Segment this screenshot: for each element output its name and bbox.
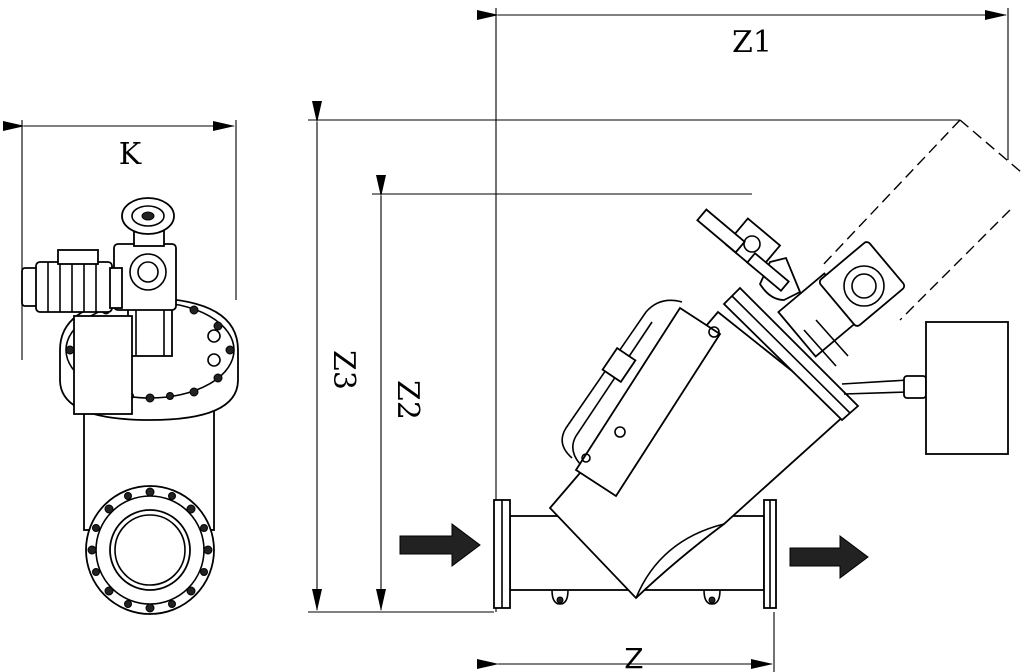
side-control-box bbox=[73, 315, 133, 415]
dimension-z3: Z3 bbox=[308, 101, 960, 613]
dimension-z: Z bbox=[477, 612, 775, 672]
front-view: Z1 Z3 Z2 Z bbox=[308, 8, 1021, 672]
side-view: K bbox=[3, 120, 239, 615]
front-control-box bbox=[841, 321, 1009, 455]
removal-envelope-left bbox=[819, 119, 961, 269]
filter-housing bbox=[548, 286, 860, 600]
flow-in-arrow-icon bbox=[399, 523, 481, 567]
removal-envelope-top bbox=[959, 119, 1021, 173]
dimension-label-z3: Z3 bbox=[326, 350, 361, 390]
removal-envelope-right bbox=[899, 209, 1011, 321]
dimension-label-z: Z bbox=[624, 642, 643, 672]
dimension-label-z2: Z2 bbox=[390, 380, 425, 420]
dimension-label-k: K bbox=[119, 137, 142, 172]
flow-out-arrow-icon bbox=[789, 535, 869, 579]
dimension-z2: Z2 bbox=[372, 175, 752, 611]
side-outlet-flange bbox=[85, 485, 215, 615]
side-motor bbox=[21, 249, 123, 313]
top-flush-valve bbox=[696, 208, 802, 301]
dimension-label-z1: Z1 bbox=[732, 25, 772, 60]
side-cylinder bbox=[561, 299, 722, 498]
side-top-valve bbox=[121, 197, 175, 247]
dimension-k: K bbox=[3, 120, 237, 360]
front-gearmotor bbox=[777, 241, 906, 367]
